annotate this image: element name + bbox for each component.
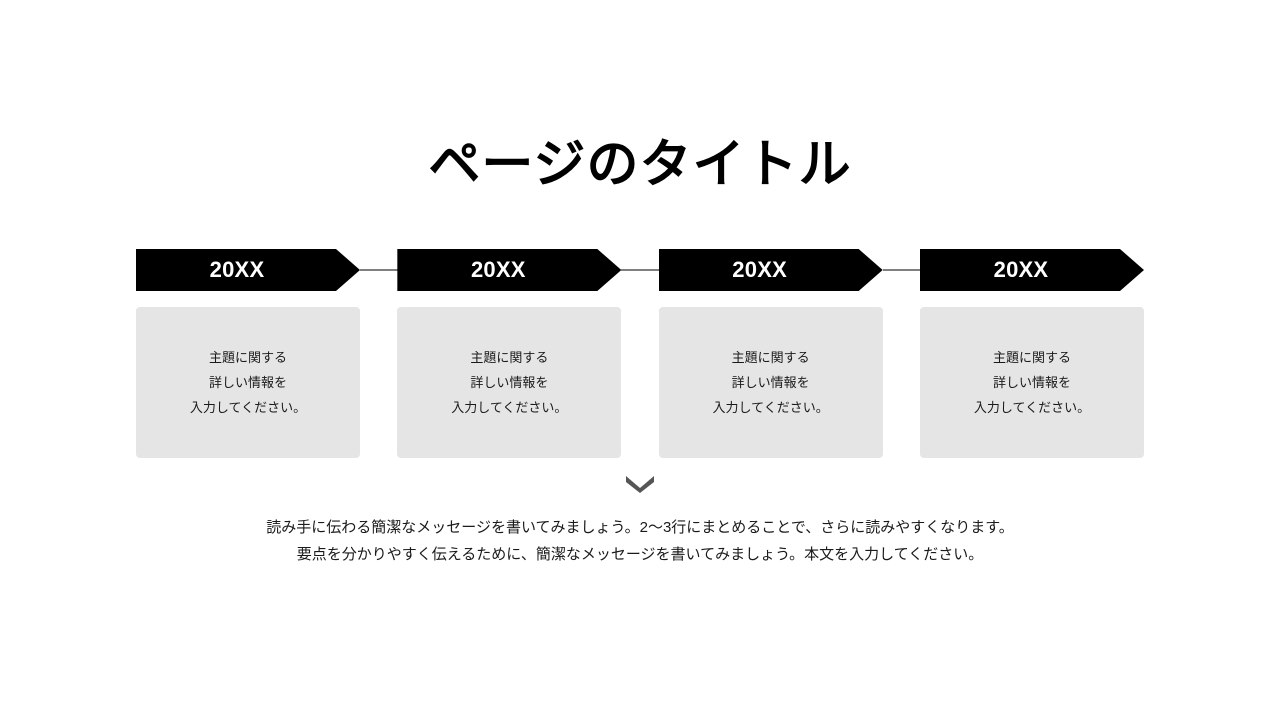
timeline-column: 20XX 主題に関する 詳しい情報を 入力してください。: [658, 249, 921, 458]
chevron-year-label: 20XX: [732, 257, 787, 282]
chevron-year-label: 20XX: [470, 257, 526, 282]
chevron-banner-wrap: 20XX: [136, 249, 398, 291]
timeline-column: 20XX 主題に関する 詳しい情報を 入力してください。: [397, 249, 660, 458]
chevron-down-icon-wrap: [0, 473, 1280, 493]
page-title: ページのタイトル: [428, 136, 852, 194]
footer-line-2: 要点を分かりやすく伝えるために、簡潔なメッセージを書いてみましょう。本文を入力し…: [296, 546, 984, 563]
detail-card[interactable]: 主題に関する 詳しい情報を 入力してください。: [397, 307, 622, 458]
timeline-section: 20XX 主題に関する 詳しい情報を 入力してください。 20XX 主題に関する…: [136, 249, 1144, 458]
detail-card[interactable]: 主題に関する 詳しい情報を 入力してください。: [658, 307, 883, 458]
chevron-down-icon: [626, 476, 654, 493]
chevron-year-label: 20XX: [209, 257, 265, 282]
chevron-banner[interactable]: 20XX: [658, 249, 883, 291]
chevron-year-label: 20XX: [993, 257, 1049, 282]
detail-card-text: 主題に関する 詳しい情報を 入力してください。: [189, 350, 307, 415]
detail-card-text: 主題に関する 詳しい情報を 入力してください。: [973, 350, 1091, 415]
connector-line: [360, 269, 398, 271]
timeline-column: 20XX 主題に関する 詳しい情報を 入力してください。: [919, 249, 1144, 458]
chevron-banner[interactable]: 20XX: [136, 249, 360, 291]
detail-card[interactable]: 主題に関する 詳しい情報を 入力してください。: [919, 307, 1144, 458]
chevron-banner[interactable]: 20XX: [397, 249, 622, 291]
chevron-banner-wrap: 20XX: [919, 249, 1144, 291]
connector-line: [882, 269, 921, 271]
detail-card-text: 主題に関する 詳しい情報を 入力してください。: [451, 350, 568, 415]
timeline-column: 20XX 主題に関する 詳しい情報を 入力してください。: [136, 249, 398, 458]
chevron-banner-wrap: 20XX: [658, 249, 921, 291]
detail-card-text: 主題に関する 詳しい情報を 入力してください。: [712, 350, 829, 415]
footer-line-1: 読み手に伝わる簡潔なメッセージを書いてみましょう。2～3行にまとめることで、さら…: [266, 519, 1014, 536]
timeline-columns: 20XX 主題に関する 詳しい情報を 入力してください。 20XX 主題に関する…: [136, 249, 1144, 458]
chevron-banner-wrap: 20XX: [397, 249, 660, 291]
detail-card[interactable]: 主題に関する 詳しい情報を 入力してください。: [136, 307, 360, 458]
connector-line: [621, 269, 660, 271]
chevron-banner[interactable]: 20XX: [919, 249, 1144, 291]
footer-paragraph: 読み手に伝わる簡潔なメッセージを書いてみましょう。2～3行にまとめることで、さら…: [0, 514, 1280, 568]
